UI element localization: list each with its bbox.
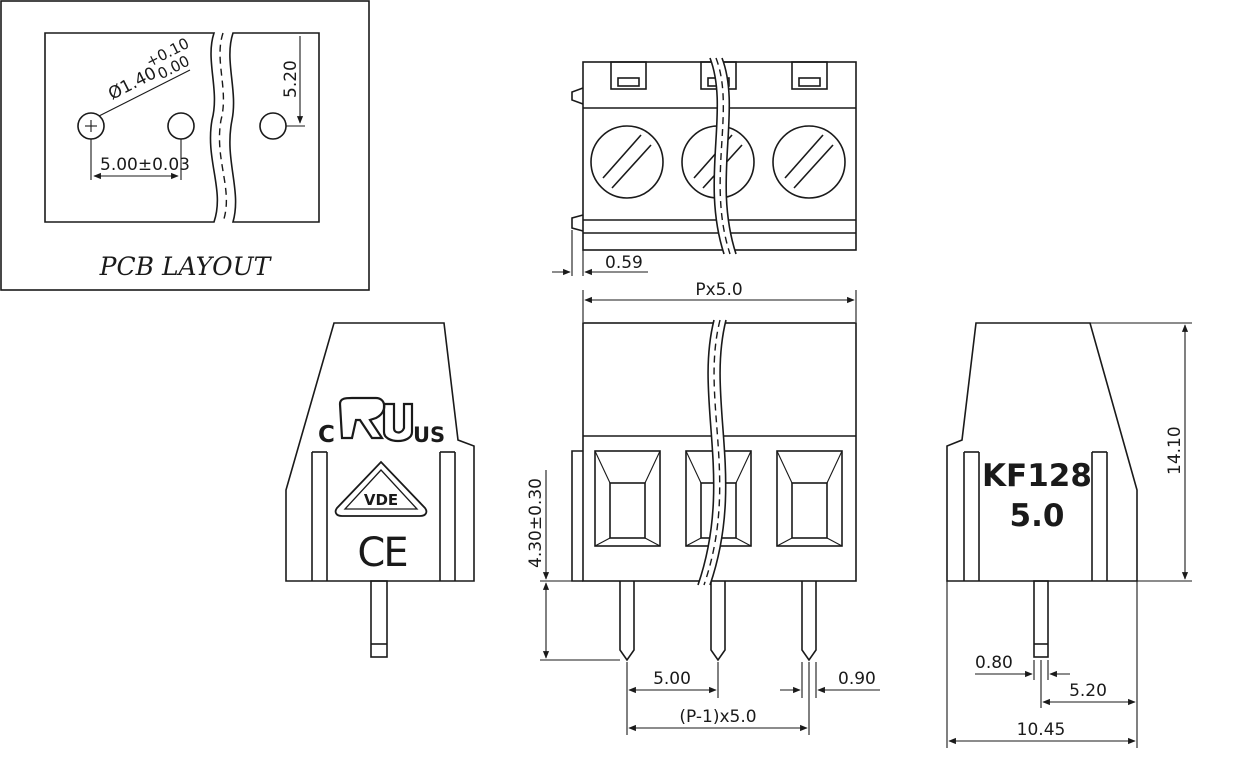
ul-recognized-icon: [338, 396, 414, 443]
height-dim-label: 14.10: [1165, 426, 1185, 475]
left-side-view: C US VDE CE: [285, 322, 475, 658]
top-view-break: [710, 58, 736, 254]
model-label: KF128: [982, 458, 1092, 494]
front-pin-2: [710, 581, 726, 662]
pin-length-label: 4.30±0.30: [526, 478, 546, 568]
right-side-pin: [1033, 580, 1049, 658]
top-view: 0.59 Px5.0: [552, 57, 857, 322]
screw-1: [590, 125, 664, 199]
pcb-row-offset-label: 5.20: [281, 60, 301, 98]
pin-thickness-label: 0.80: [975, 653, 1013, 673]
front-view-break: [698, 320, 726, 585]
wire-opening-1: [594, 450, 661, 547]
span-label: (P-1)x5.0: [679, 707, 756, 727]
screw-3: [772, 125, 846, 199]
front-view: 4.30±0.30 5.00 0.90 (P-1)x5.0: [526, 319, 880, 735]
offset-dim-label: 0.59: [605, 253, 643, 273]
pitch-marking-label: 5.0: [1010, 498, 1065, 534]
front-pitch-label: 5.00: [653, 669, 691, 689]
pcb-board-left: [44, 32, 219, 223]
pcb-hole-2: [167, 112, 195, 140]
vde-triangle-icon: [334, 460, 428, 517]
front-pin-1: [619, 581, 635, 662]
cert-c-label: C: [318, 422, 335, 448]
pcb-break-line: [218, 32, 227, 223]
depth-dim-label: 10.45: [1017, 720, 1066, 740]
pcb-layout-view: Ø1.40 +0.10 0.00 5.00±0.03 5.20 PCB LAYO…: [0, 0, 370, 291]
pcb-layout-title: PCB LAYOUT: [99, 252, 273, 281]
left-side-body: [285, 322, 475, 582]
left-side-pin: [370, 580, 388, 658]
diameter-leader: [98, 69, 191, 117]
right-side-view: KF128 5.0 14.10 0.80 5.20 10.45: [946, 322, 1192, 748]
vde-label: VDE: [364, 491, 398, 509]
top-clip: [610, 61, 647, 90]
wire-opening-3: [776, 450, 843, 547]
front-pin-3: [801, 581, 817, 662]
ce-mark-label: CE: [357, 530, 406, 576]
cert-us-label: US: [413, 423, 445, 447]
pcb-board-right: [229, 32, 320, 223]
pin-width-label: 0.90: [838, 669, 876, 689]
pcb-pitch-label: 5.00±0.03: [100, 155, 190, 175]
pin-offset-label: 5.20: [1069, 681, 1107, 701]
total-width-label: Px5.0: [695, 280, 742, 300]
pcb-layout-frame: [0, 0, 370, 291]
top-clip: [791, 61, 828, 90]
pcb-hole-3: [259, 112, 287, 140]
